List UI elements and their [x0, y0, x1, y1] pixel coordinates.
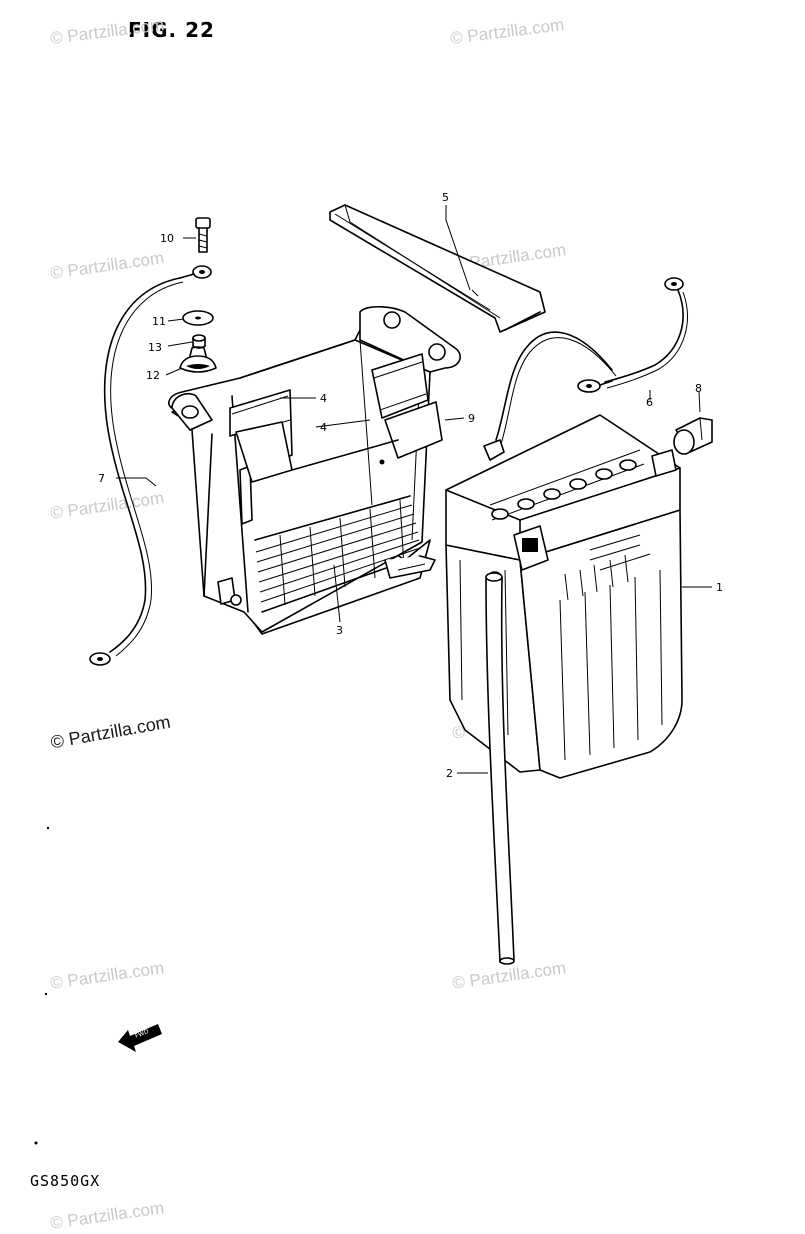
breather-hose-part: [485, 571, 515, 965]
callout-positive-lead: 6: [646, 396, 653, 409]
front-arrow-label: FWD: [134, 1028, 150, 1040]
callout-negative-lead: 7: [98, 472, 105, 485]
figure-title: FIG. 22: [128, 18, 215, 42]
callout-washer: 11: [152, 315, 166, 328]
callout-cushion-rubber: 12: [146, 369, 160, 382]
model-code: GS850GX: [30, 1172, 101, 1190]
battery-band-part: [329, 204, 546, 333]
callout-holder: 9: [468, 412, 475, 425]
spacer-part: [192, 334, 206, 349]
callout-terminal-cap: 8: [695, 382, 702, 395]
callout-battery: 1: [716, 581, 723, 594]
callout-spacer: 13: [148, 341, 162, 354]
terminal-cap-part: [673, 417, 713, 455]
callout-battery-band: 5: [442, 191, 449, 204]
exploded-parts-drawing: FWD 10 11 13 12 5 7 4: [34, 191, 723, 1145]
callout-battery-case: 3: [336, 624, 343, 637]
callout-breather-hose: 2: [446, 767, 453, 780]
callout-leaders: [116, 205, 712, 774]
cushion-rubber-part: [179, 346, 217, 373]
bolt-part: [195, 217, 211, 253]
callout-bolt: 10: [160, 232, 174, 245]
cushion-b-part: [371, 353, 429, 419]
positive-lead-part: [483, 277, 688, 461]
front-direction-arrow: FWD: [118, 1024, 162, 1052]
callout-cushion-a: 4: [320, 392, 327, 405]
negative-lead-part: [89, 265, 212, 666]
holder-part: [235, 401, 443, 483]
diagram-stage: FIG. 22 © Partzilla.com © Partzilla.com …: [30, 15, 723, 1233]
battery-part: [445, 414, 683, 779]
callout-cushion-b: 4: [320, 421, 327, 434]
watermark: © Partzilla.com: [49, 1198, 166, 1233]
